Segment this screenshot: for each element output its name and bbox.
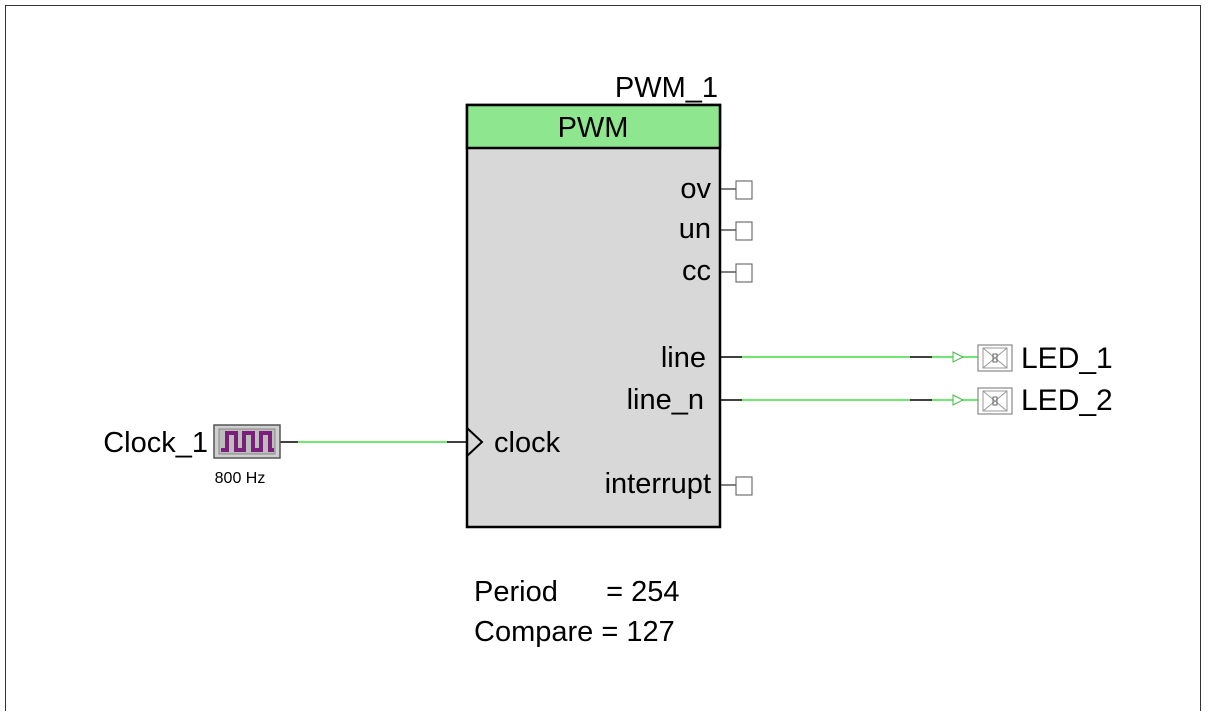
- pwm-header: [465, 103, 722, 150]
- pin-ov-stub[interactable]: [720, 180, 753, 200]
- pwm-body[interactable]: [465, 103, 722, 529]
- unconnected-terminal-icon: [735, 263, 753, 283]
- pin-line-label: line: [661, 342, 706, 374]
- pwm-parameters: Period = 254 Compare = 127: [474, 576, 680, 648]
- period-param: Period = 254: [474, 576, 680, 608]
- clock-name: Clock_1: [103, 427, 208, 459]
- led1-output-pin[interactable]: LED_1: [952, 342, 1113, 375]
- pwm-component[interactable]: PWM_1 PWM ov un cc line line_n interrupt…: [465, 72, 753, 529]
- unconnected-terminal-icon: [735, 476, 753, 496]
- led2-label: LED_2: [1021, 384, 1113, 417]
- clock-pin-triangle-icon: [466, 427, 484, 457]
- pin-ov-label: ov: [680, 173, 711, 205]
- clock-component[interactable]: Clock_1 800 Hz: [103, 424, 281, 487]
- pin-cc-label: cc: [682, 255, 711, 287]
- compare-param: Compare = 127: [474, 616, 675, 648]
- pin-interrupt-stub[interactable]: [720, 476, 753, 496]
- pin-un-stub[interactable]: [720, 221, 753, 241]
- unconnected-terminal-icon: [735, 180, 753, 200]
- pin-clock-label: clock: [494, 427, 561, 459]
- pwm-instance-name: PWM_1: [615, 72, 718, 104]
- unconnected-terminal-icon: [735, 221, 753, 241]
- pin-line-n-label: line_n: [627, 384, 704, 416]
- pin-un-label: un: [679, 213, 711, 245]
- pin-cc-stub[interactable]: [720, 263, 753, 283]
- square-wave-icon: [221, 431, 274, 452]
- clock-frequency: 800 Hz: [215, 470, 266, 487]
- output-arrow-icon: [952, 351, 965, 363]
- pwm-type-label: PWM: [558, 112, 629, 144]
- output-arrow-icon: [952, 394, 965, 406]
- led2-output-pin[interactable]: LED_2: [952, 384, 1113, 417]
- pin-interrupt-label: interrupt: [605, 468, 711, 500]
- led1-label: LED_1: [1021, 342, 1113, 375]
